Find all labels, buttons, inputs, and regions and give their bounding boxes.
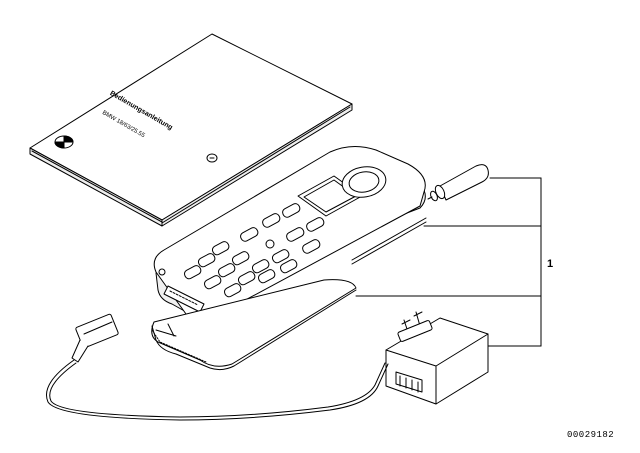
bmw-logo-icon — [54, 135, 74, 149]
document-id: 00029182 — [567, 430, 615, 440]
leader-lines — [355, 177, 542, 347]
battery-pack — [151, 279, 357, 371]
callout-label: 1 — [547, 258, 554, 270]
cable-connector-icon — [75, 313, 119, 349]
operating-manual — [29, 33, 353, 227]
keypad — [183, 203, 325, 298]
antenna — [427, 164, 489, 202]
charger — [385, 311, 489, 405]
plug-prongs-icon — [397, 311, 433, 342]
charging-cable — [46, 313, 389, 421]
handset — [153, 146, 427, 323]
bottom-connector-icon — [163, 285, 205, 313]
page-mark-icon — [206, 153, 218, 163]
